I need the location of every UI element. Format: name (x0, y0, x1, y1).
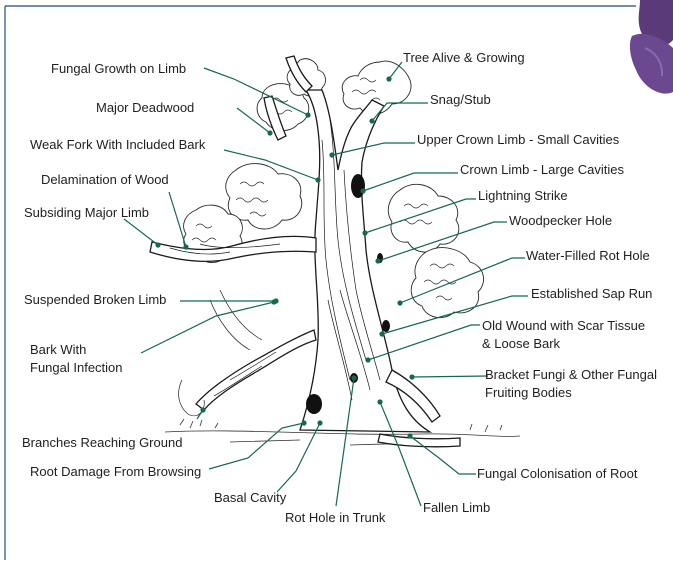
label-snag-stub: Snag/Stub (430, 92, 491, 108)
label-tree-alive: Tree Alive & Growing (403, 50, 525, 66)
label-water-filled: Water-Filled Rot Hole (526, 248, 650, 264)
label-branches-ground: Branches Reaching Ground (22, 435, 182, 451)
label-bracket-fungi-line2: Fruiting Bodies (485, 385, 572, 401)
flower-decoration (630, 0, 673, 94)
label-upper-crown-limb: Upper Crown Limb - Small Cavities (417, 132, 619, 148)
label-fallen-limb: Fallen Limb (423, 500, 490, 516)
label-sap-run: Established Sap Run (531, 286, 652, 302)
label-lightning: Lightning Strike (478, 188, 568, 204)
label-fungal-growth-limb: Fungal Growth on Limb (51, 61, 186, 77)
label-crown-limb-large: Crown Limb - Large Cavities (460, 162, 624, 178)
label-bark-fungal-line2: Fungal Infection (30, 360, 123, 376)
label-weak-fork: Weak Fork With Included Bark (30, 137, 205, 153)
label-basal-cavity: Basal Cavity (214, 490, 286, 506)
label-old-wound-line2: & Loose Bark (482, 336, 560, 352)
label-suspended-limb: Suspended Broken Limb (24, 292, 166, 308)
label-bracket-fungi-line1: Bracket Fungi & Other Fungal (485, 367, 657, 383)
label-major-deadwood: Major Deadwood (96, 100, 194, 116)
label-root-browsing: Root Damage From Browsing (30, 464, 201, 480)
label-delamination: Delamination of Wood (41, 172, 169, 188)
label-bark-fungal-line1: Bark With (30, 342, 86, 358)
label-woodpecker: Woodpecker Hole (509, 213, 612, 229)
label-subsiding-limb: Subsiding Major Limb (24, 205, 149, 221)
label-old-wound-line1: Old Wound with Scar Tissue (482, 318, 645, 334)
label-rot-hole-trunk: Rot Hole in Trunk (285, 510, 385, 526)
label-fungal-root: Fungal Colonisation of Root (477, 466, 637, 482)
